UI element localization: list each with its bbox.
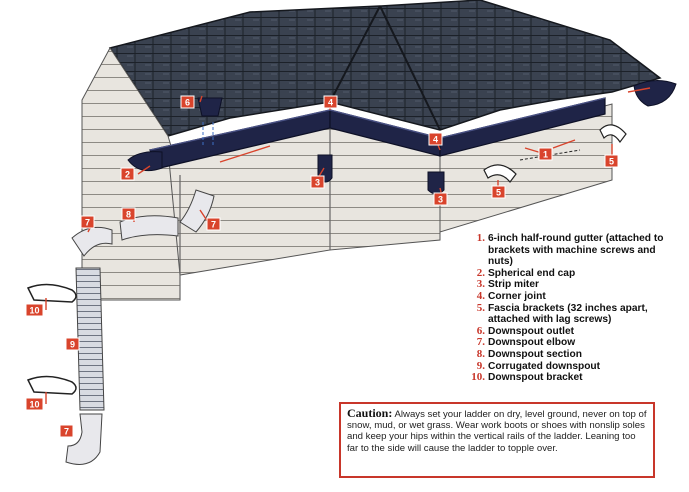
callout-1: 1 [539, 148, 552, 160]
legend-item: 5.Fascia brackets (32 inches apart, atta… [463, 303, 683, 326]
legend-number: 4. [463, 291, 488, 303]
svg-text:6: 6 [185, 98, 190, 108]
caution-title: Caution: [347, 406, 392, 420]
legend-item: 6.Downspout outlet [463, 326, 683, 338]
callout-6: 6 [181, 96, 194, 108]
corrugated-downspout-part [76, 268, 104, 410]
caution-text: Always set your ladder on dry, level gro… [347, 409, 647, 454]
svg-text:7: 7 [85, 218, 90, 228]
legend-number: 10. [463, 372, 488, 384]
svg-text:8: 8 [126, 210, 131, 220]
svg-text:2: 2 [125, 170, 130, 180]
legend-text: Downspout bracket [488, 372, 683, 384]
legend-item: 4.Corner joint [463, 291, 683, 303]
callout-4-left: 4 [324, 96, 337, 108]
legend-text: Spherical end cap [488, 268, 683, 280]
callout-7-mid: 7 [81, 216, 94, 228]
legend-text: Fascia brackets (32 inches apart, attach… [488, 303, 683, 326]
downspout-outlet-part [198, 98, 222, 116]
callout-7-upper: 7 [207, 218, 220, 230]
downspout-bracket-top [28, 284, 76, 302]
caution-box: Caution: Always set your ladder on dry, … [339, 402, 655, 478]
legend-text: Strip miter [488, 279, 683, 291]
callout-3-right: 3 [434, 193, 447, 205]
legend-text: 6-inch half-round gutter (attached to br… [488, 233, 683, 268]
legend-item: 8.Downspout section [463, 349, 683, 361]
callout-2: 2 [121, 168, 134, 180]
legend-item: 2.Spherical end cap [463, 268, 683, 280]
strip-miter-right [428, 172, 444, 194]
svg-text:7: 7 [64, 427, 69, 437]
svg-text:7: 7 [211, 220, 216, 230]
legend-number: 8. [463, 349, 488, 361]
legend-item: 7.Downspout elbow [463, 337, 683, 349]
svg-text:9: 9 [70, 340, 75, 350]
callout-8: 8 [122, 208, 135, 220]
legend-item: 10.Downspout bracket [463, 372, 683, 384]
callout-7-bottom: 7 [60, 425, 73, 437]
svg-text:3: 3 [315, 178, 320, 188]
legend-item: 9.Corrugated downspout [463, 361, 683, 373]
svg-text:10: 10 [29, 306, 39, 316]
downspout-elbow-bottom [66, 414, 102, 464]
legend-text: Downspout elbow [488, 337, 683, 349]
svg-text:10: 10 [29, 400, 39, 410]
legend-item: 1.6-inch half-round gutter (attached to … [463, 233, 683, 268]
legend-text: Corner joint [488, 291, 683, 303]
svg-text:3: 3 [438, 195, 443, 205]
legend-item: 3.Strip miter [463, 279, 683, 291]
callout-3-left: 3 [311, 176, 324, 188]
legend-text: Downspout outlet [488, 326, 683, 338]
legend-number: 5. [463, 303, 488, 326]
svg-text:1: 1 [543, 150, 548, 160]
svg-text:5: 5 [609, 157, 614, 167]
parts-legend: 1.6-inch half-round gutter (attached to … [463, 233, 683, 384]
callout-5-right: 5 [605, 155, 618, 167]
callout-4-right: 4 [429, 133, 442, 145]
callout-9: 9 [66, 338, 79, 350]
downspout-bracket-bottom [28, 376, 76, 394]
legend-text: Corrugated downspout [488, 361, 683, 373]
legend-text: Downspout section [488, 349, 683, 361]
callout-10-top: 10 [26, 304, 43, 316]
svg-text:5: 5 [496, 188, 501, 198]
end-cap-right [634, 80, 676, 106]
callout-10-bottom: 10 [26, 398, 43, 410]
svg-text:4: 4 [433, 135, 438, 145]
svg-text:4: 4 [328, 98, 333, 108]
legend-number: 1. [463, 233, 488, 268]
callout-5-left: 5 [492, 186, 505, 198]
